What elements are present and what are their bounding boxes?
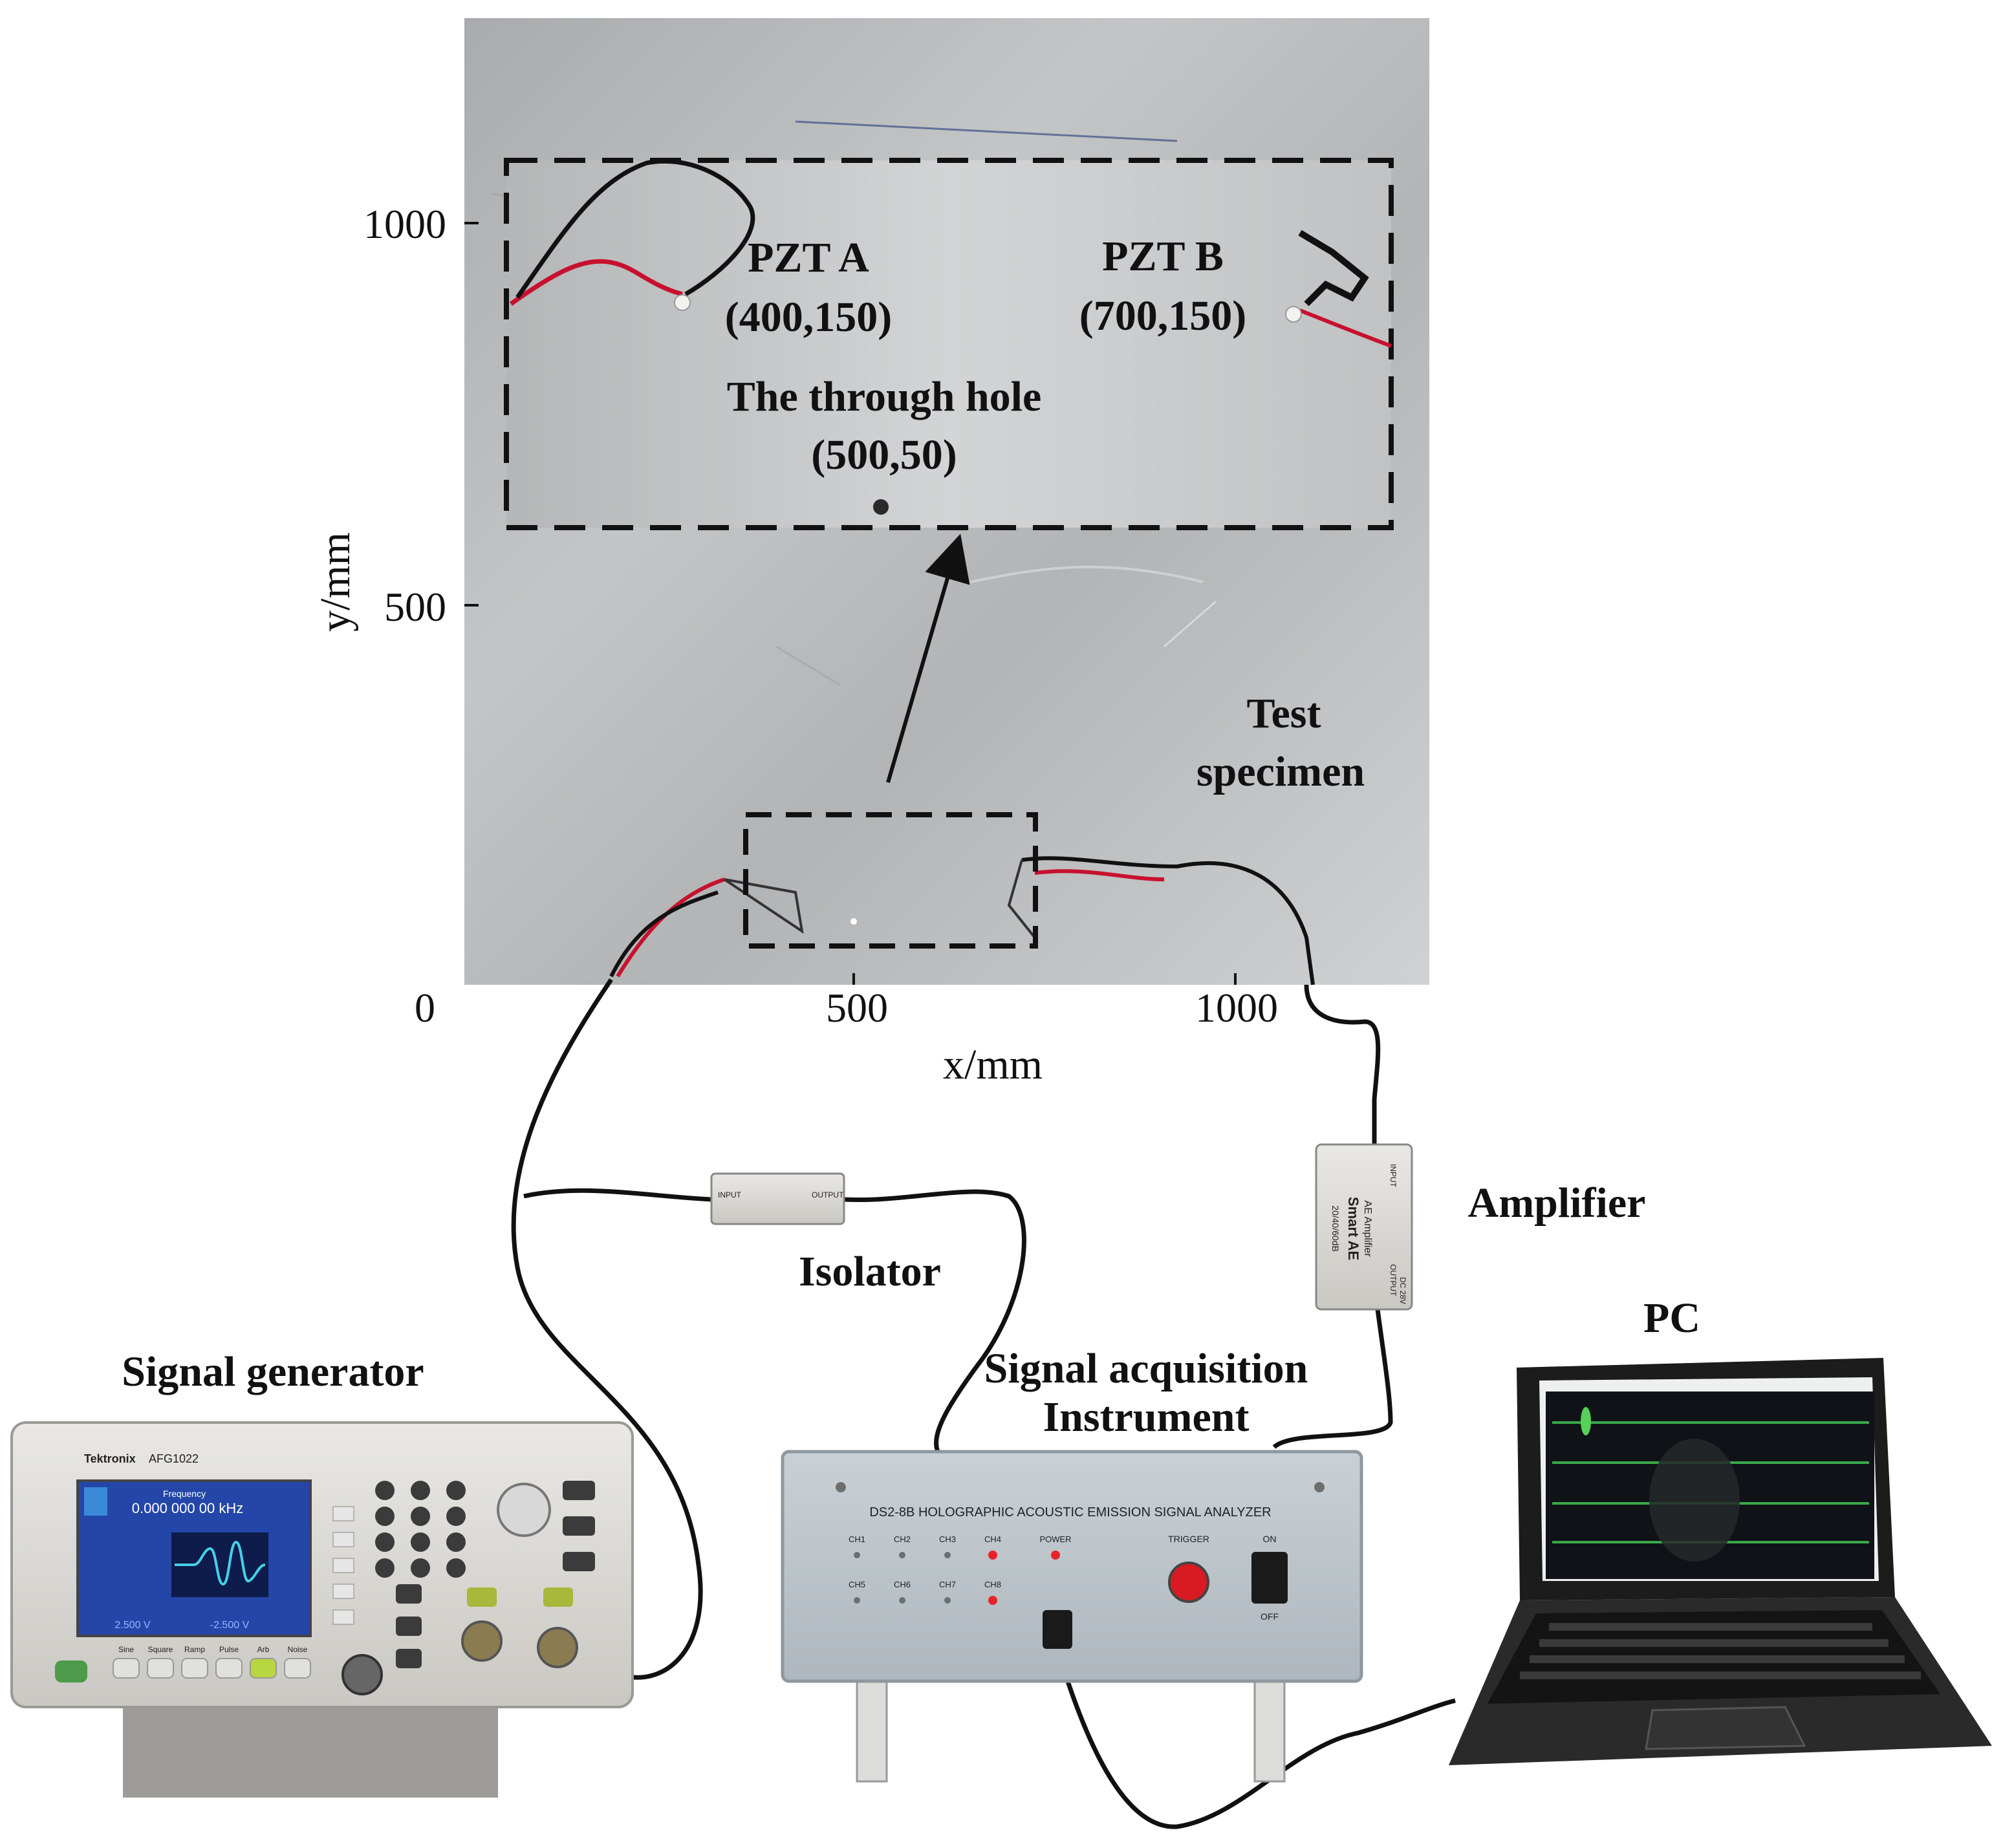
generator-knob <box>497 1483 551 1537</box>
analyzer-ch8: CH8 <box>984 1580 1001 1589</box>
pzt-b-label: PZT B <box>1102 233 1224 280</box>
ch4-led <box>988 1551 997 1560</box>
ch8-led <box>988 1596 997 1605</box>
through-hole-coord: (500,50) <box>811 431 957 478</box>
specimen-label-line1: Test <box>1247 690 1321 737</box>
through-hole-dot <box>873 499 889 515</box>
amplifier-label: Amplifier <box>1468 1179 1646 1227</box>
connection-cables <box>511 978 1456 1829</box>
amplifier-output-text: OUTPUT <box>1389 1264 1398 1296</box>
specimen-hole-marker <box>850 918 857 925</box>
y-tick-1000: 1000 <box>363 201 446 247</box>
zoom-inset-box <box>504 158 1394 530</box>
acquisition-instrument-device: DS2-8B HOLOGRAPHIC ACOUSTIC EMISSION SIG… <box>781 1450 1363 1783</box>
analyzer-ch1: CH1 <box>849 1534 865 1544</box>
analyzer-trigger-text: TRIGGER <box>1168 1534 1209 1544</box>
sensor-region-box <box>743 812 1038 949</box>
analyzer-ch2: CH2 <box>894 1534 911 1544</box>
generator-btn-noise: Noise <box>288 1645 308 1654</box>
pc-label: PC <box>1643 1295 1700 1342</box>
analyzer-power-text: POWER <box>1039 1534 1071 1544</box>
isolator-input-text: INPUT <box>718 1190 742 1199</box>
pc-laptop-device <box>1449 1358 1992 1765</box>
power-led <box>1051 1551 1060 1560</box>
isolator-label: Isolator <box>799 1248 941 1295</box>
generator-btn-square: Square <box>148 1645 173 1654</box>
x-tick-500: 500 <box>826 985 888 1031</box>
generator-btn-ramp: Ramp <box>184 1645 205 1654</box>
usb-port-plug <box>1043 1610 1072 1649</box>
amplifier-device: AE Amplifier Smart AE 20/40/60dB INPUT O… <box>1315 1143 1413 1311</box>
analyzer-ch6: CH6 <box>894 1580 911 1589</box>
amplifier-gain-text: 20/40/60dB <box>1330 1205 1341 1252</box>
pzt-a-label: PZT A <box>748 234 869 281</box>
acquisition-label-line1: Signal acquisition <box>984 1345 1308 1392</box>
generator-brand: Tektronix <box>84 1452 136 1465</box>
generator-model: AFG1022 <box>149 1452 199 1465</box>
generator-high-level: 2.500 V <box>114 1620 150 1631</box>
specimen-label-line2: specimen <box>1196 748 1365 795</box>
trigger-button <box>1168 1562 1209 1603</box>
analyzer-ch3: CH3 <box>939 1534 956 1544</box>
analyzer-title: DS2-8B HOLOGRAPHIC ACOUSTIC EMISSION SIG… <box>869 1505 1271 1520</box>
zoom-arrow <box>886 533 970 783</box>
axes: 1000 500 0 500 1000 x/mm y/mm <box>312 201 1278 1088</box>
signal-generator-label: Signal generator <box>122 1348 424 1395</box>
pzt-b-coord: (700,150) <box>1079 292 1246 339</box>
analyzer-ch5: CH5 <box>849 1580 865 1589</box>
amplifier-name-text: AE Amplifier <box>1362 1200 1373 1257</box>
analyzer-off-text: OFF <box>1261 1611 1279 1622</box>
generator-btn-pulse: Pulse <box>219 1645 239 1654</box>
x-tick-0: 0 <box>415 985 435 1031</box>
generator-low-level: -2.500 V <box>210 1620 250 1631</box>
analyzer-on-text: ON <box>1263 1534 1277 1544</box>
signal-generator-device: Tektronix AFG1022 Frequency 0.000 000 00… <box>10 1421 634 1798</box>
x-axis-label: x/mm <box>943 1041 1043 1088</box>
analyzer-ch7: CH7 <box>939 1580 956 1589</box>
pzt-b-sensor-dot <box>1285 306 1302 323</box>
amplifier-input-text: INPUT <box>1389 1164 1398 1188</box>
pzt-a-coord: (400,150) <box>725 294 892 341</box>
generator-readout-title: Frequency <box>163 1488 206 1499</box>
generator-btn-sine: Sine <box>118 1645 134 1654</box>
analyzer-ch4: CH4 <box>984 1534 1001 1544</box>
acquisition-label-line2: Instrument <box>1043 1393 1249 1441</box>
power-switch <box>1251 1552 1288 1604</box>
isolator-device: INPUT OUTPUT <box>710 1172 845 1225</box>
isolator-output-text: OUTPUT <box>812 1190 844 1199</box>
amplifier-brand-text: Smart AE <box>1345 1197 1361 1260</box>
amplifier-dc-text: DC 28V <box>1398 1277 1407 1304</box>
generator-btn-arb: Arb <box>257 1645 270 1654</box>
y-tick-500: 500 <box>384 584 446 630</box>
through-hole-label: The through hole <box>727 373 1042 420</box>
y-axis-label: y/mm <box>312 532 359 632</box>
generator-readout: 0.000 000 00 kHz <box>132 1500 243 1516</box>
pzt-a-sensor-dot <box>674 294 691 311</box>
x-tick-1000: 1000 <box>1195 985 1278 1031</box>
